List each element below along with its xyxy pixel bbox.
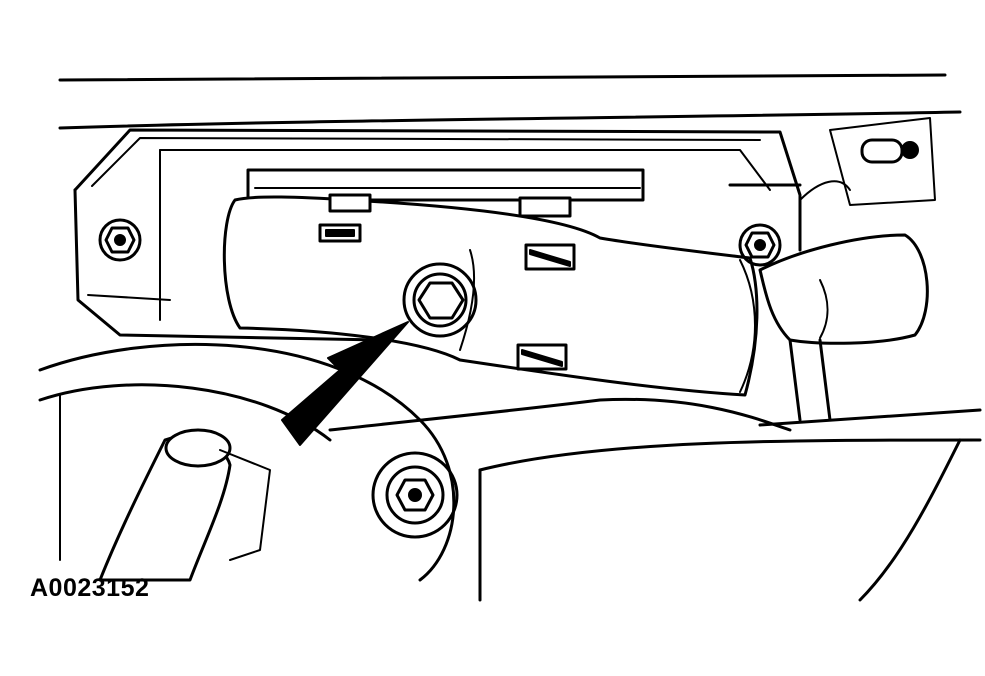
lower-structure — [38, 342, 982, 602]
module-cover — [222, 193, 759, 397]
retaining-bolt — [402, 262, 478, 338]
pointer-arrow — [281, 321, 409, 446]
stud-nut-left — [98, 218, 142, 262]
dash-panel-edge — [58, 73, 962, 130]
stud-nut-right — [738, 223, 782, 267]
stud-nut-lower — [371, 451, 459, 539]
module-body — [246, 168, 645, 202]
mounting-bracket — [73, 128, 802, 342]
figure-id-label: A0023152 — [30, 574, 150, 602]
wiring-harness — [758, 117, 982, 427]
steering-column — [59, 394, 271, 582]
